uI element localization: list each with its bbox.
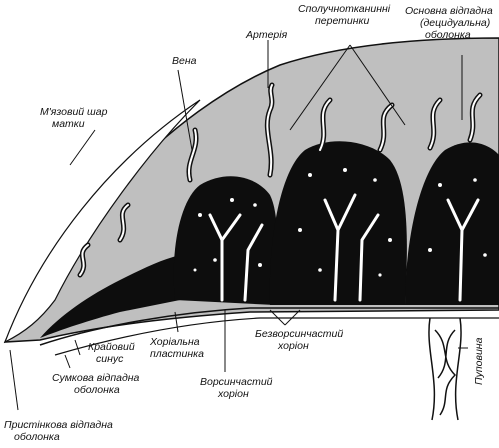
- label-umbilical-cord: Пуповина: [473, 337, 485, 385]
- label-artery: Артерія: [245, 29, 288, 41]
- label-vein: Вена: [172, 55, 197, 67]
- label-septa: Сполучнотканинні перетинки: [298, 3, 393, 27]
- label-smooth-chorion: Безворсинчастий хоріон: [255, 328, 346, 352]
- label-villous-chorion: Ворсинчастий хоріон: [200, 376, 275, 400]
- umbilical-cord: [429, 318, 461, 420]
- label-capsular-decidua: Сумкова відпадна оболонка: [52, 372, 142, 396]
- label-myometrium: М'язовий шар матки: [40, 106, 110, 130]
- label-chorionic-plate: Хоріальна пластинка: [149, 336, 204, 360]
- label-parietal-decidua: Пристінкова відпадна оболонка: [4, 419, 116, 443]
- label-decidua-basalis: Основна відпадна (децидуальна) оболонка: [405, 5, 496, 41]
- label-marginal-sinus: Крайовий синус: [88, 341, 138, 365]
